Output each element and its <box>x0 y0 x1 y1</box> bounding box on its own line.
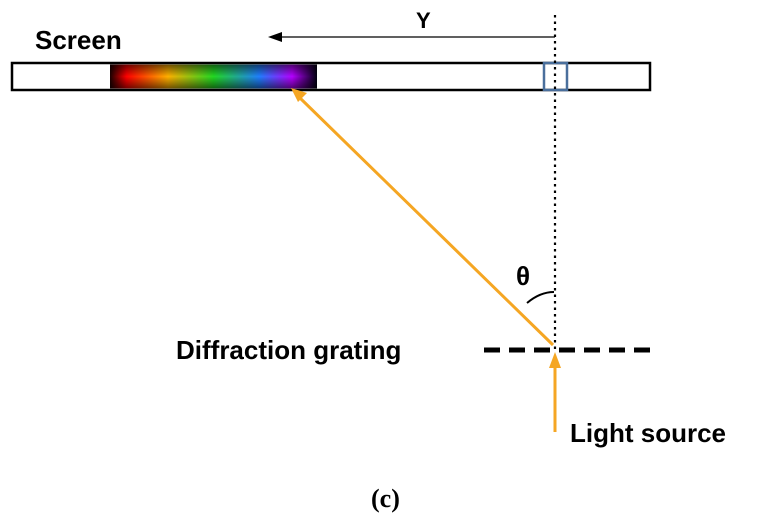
y-axis-label: Y <box>416 8 431 33</box>
grating-label: Diffraction grating <box>176 335 401 365</box>
theta-arc <box>526 291 555 304</box>
caption: (c) <box>371 484 400 513</box>
diffracted-ray-arrowhead <box>291 88 307 102</box>
y-arrow-head <box>268 32 282 42</box>
theta-label: θ <box>516 261 530 291</box>
screen-label: Screen <box>35 25 122 55</box>
incident-ray-arrowhead <box>549 352 561 368</box>
light-source-label: Light source <box>570 418 726 448</box>
spectrum-shading <box>110 64 317 89</box>
diffracted-ray <box>298 96 555 347</box>
